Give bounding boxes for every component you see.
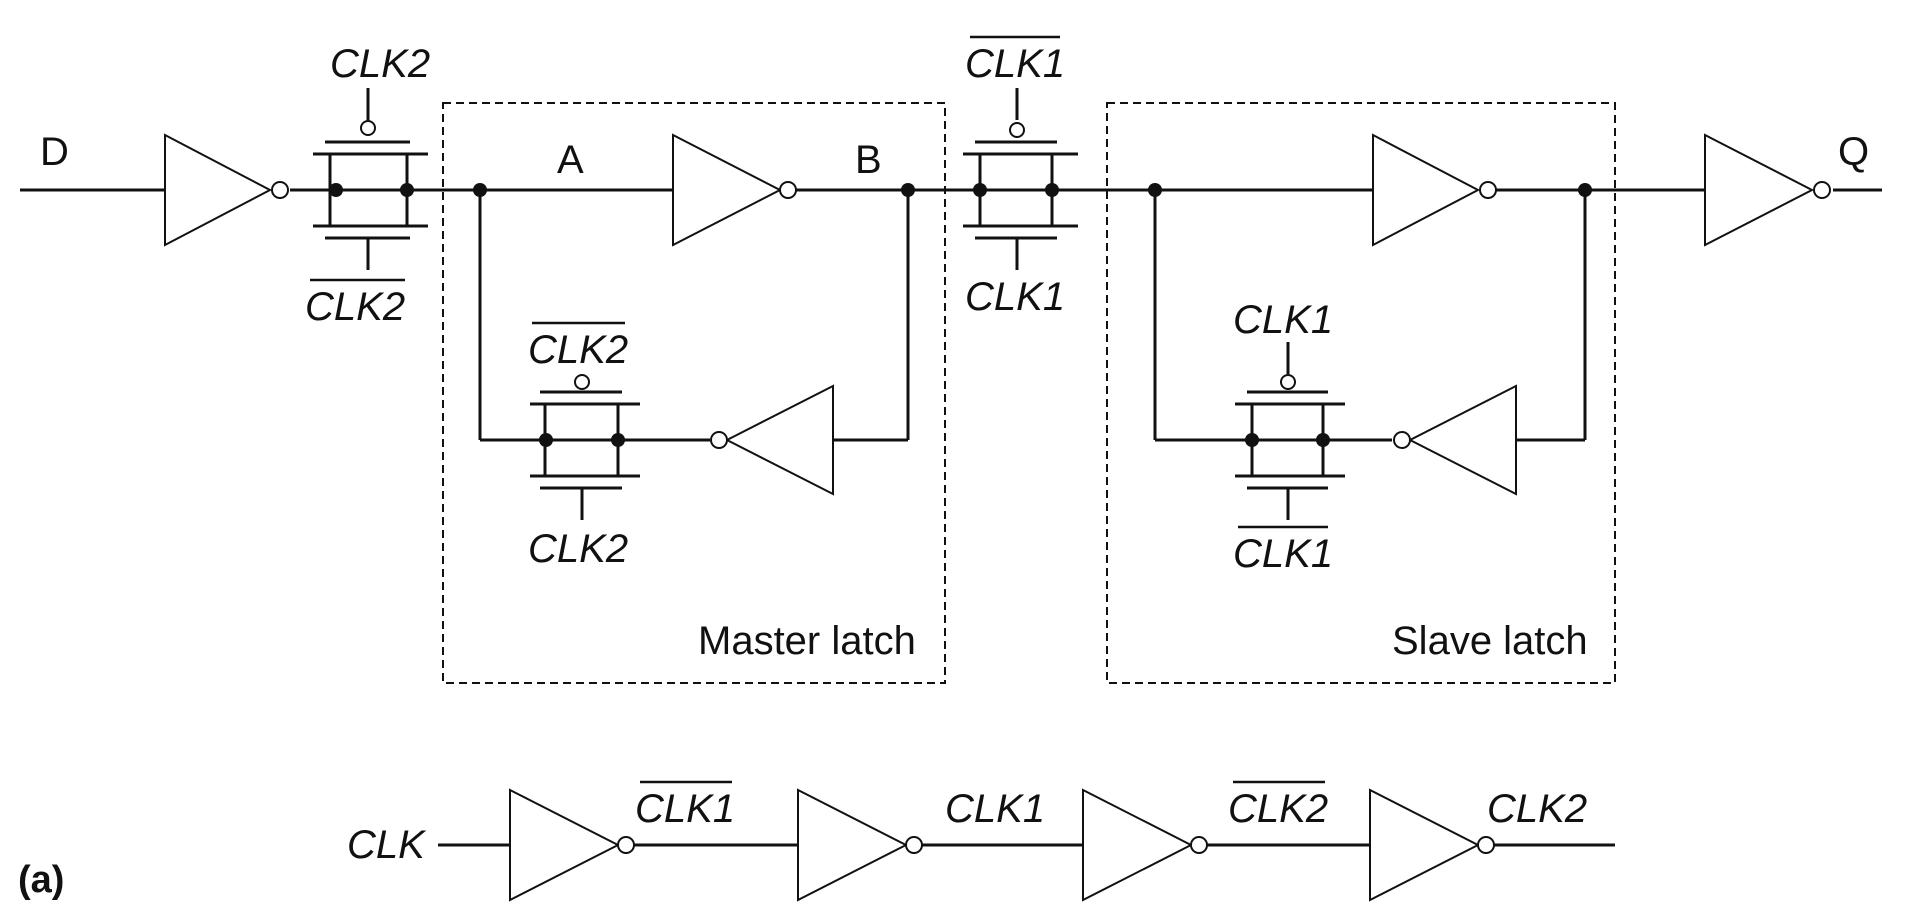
slave-feedback-inverter	[1393, 384, 1517, 496]
label-chain-clk1-bar: CLK1	[635, 787, 735, 831]
label-clk: CLK	[347, 823, 427, 867]
transmission-gate-2	[963, 88, 1078, 270]
label-tg1-clk2-bar: CLK2	[305, 285, 405, 329]
label-chain-clk2-bar: CLK2	[1228, 787, 1328, 831]
label-q: Q	[1838, 130, 1869, 174]
figure-caption: (a)	[18, 859, 64, 901]
master-forward-inverter	[672, 133, 797, 247]
master-latch-box	[442, 102, 946, 684]
label-chain-clk1: CLK1	[945, 787, 1045, 831]
slave-feedback-wires	[1148, 183, 1592, 442]
label-d: D	[40, 130, 69, 174]
label-b: B	[855, 138, 882, 182]
label-master-tg-clk2: CLK2	[528, 527, 628, 571]
label-tg2-clk1-bar: CLK1	[965, 42, 1065, 86]
label-a: A	[557, 138, 584, 182]
label-tg1-clk2: CLK2	[330, 42, 430, 86]
label-slave-tg-clk1: CLK1	[1233, 298, 1333, 342]
label-tg2-clk1: CLK1	[965, 275, 1065, 319]
transmission-gate-slave-feedback	[1235, 342, 1345, 520]
label-chain-clk2: CLK2	[1487, 787, 1587, 831]
master-latch-label: Master latch	[698, 619, 916, 663]
transmission-gate-1	[313, 88, 428, 270]
transmission-gate-master-feedback	[530, 374, 640, 520]
clock-chain	[438, 788, 1615, 902]
input-inverter	[164, 133, 289, 247]
slave-forward-inverter	[1372, 133, 1497, 247]
slave-latch-label: Slave latch	[1392, 619, 1588, 663]
label-master-tg-clk2-bar: CLK2	[528, 328, 628, 372]
slave-latch-box	[1106, 102, 1616, 684]
label-slave-tg-clk1-bar: CLK1	[1233, 532, 1333, 576]
output-inverter	[1704, 133, 1831, 247]
master-feedback-inverter	[710, 384, 834, 496]
